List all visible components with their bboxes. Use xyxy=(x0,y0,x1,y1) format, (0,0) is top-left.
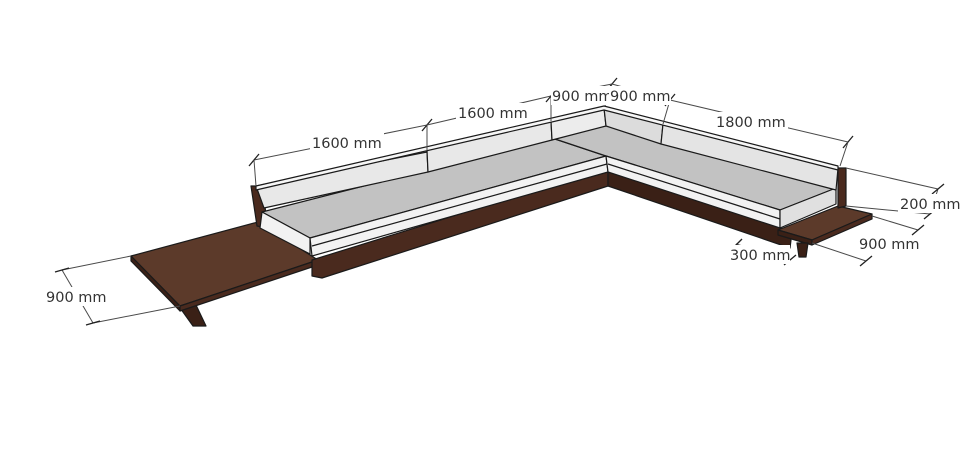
dim-tick xyxy=(931,183,945,195)
label-bg xyxy=(44,287,110,306)
dim-ext xyxy=(253,159,257,187)
label-bg xyxy=(310,133,384,152)
seat-cushion-right-seam xyxy=(607,163,781,220)
dim-label-corner-left: 900 mm xyxy=(552,89,613,105)
label-bg xyxy=(456,103,530,122)
dim-label-middle-back: 1600 mm xyxy=(458,106,528,122)
right-table-leg xyxy=(796,242,809,258)
dim-ext xyxy=(839,141,849,167)
dimension-labels: 1600 mm 1600 mm 900 mm 900 mm 1800 mm 20… xyxy=(44,86,960,306)
label-bg xyxy=(609,86,671,105)
seat-cushion-right-end xyxy=(779,187,837,229)
dim-ext xyxy=(871,215,919,231)
dim-tick xyxy=(911,224,925,236)
seat-cushion-left-front xyxy=(259,211,311,255)
dim-label-right-table-depth: 300 mm xyxy=(730,248,791,264)
right-end-panel xyxy=(837,167,847,209)
seat-cushion-left-seam xyxy=(311,163,608,247)
dim-tick xyxy=(85,320,101,326)
dim-label-left-back: 1600 mm xyxy=(312,136,382,152)
dim-ext xyxy=(61,255,132,271)
dim-ext xyxy=(92,305,181,324)
dim-tick xyxy=(859,255,873,267)
dim-line-right-table xyxy=(811,242,867,262)
label-bg xyxy=(714,112,788,131)
backrest-cushions xyxy=(255,105,839,209)
dim-label-left-table-width: 900 mm xyxy=(46,290,107,306)
dim-label-right-back: 1800 mm xyxy=(716,115,786,131)
label-bg xyxy=(728,245,790,264)
right-side-table xyxy=(777,167,873,258)
label-bg xyxy=(551,86,609,105)
backrest-top-edge xyxy=(255,105,839,191)
dim-ext xyxy=(845,167,939,190)
seat-cushions xyxy=(259,123,837,257)
dim-label-right-height: 200 mm xyxy=(900,197,960,213)
dim-tick xyxy=(54,267,70,273)
left-side-table xyxy=(130,221,319,327)
label-bg xyxy=(898,194,960,213)
dim-label-right-table-width: 900 mm xyxy=(859,237,920,253)
dim-label-corner-right: 900 mm xyxy=(610,89,671,105)
